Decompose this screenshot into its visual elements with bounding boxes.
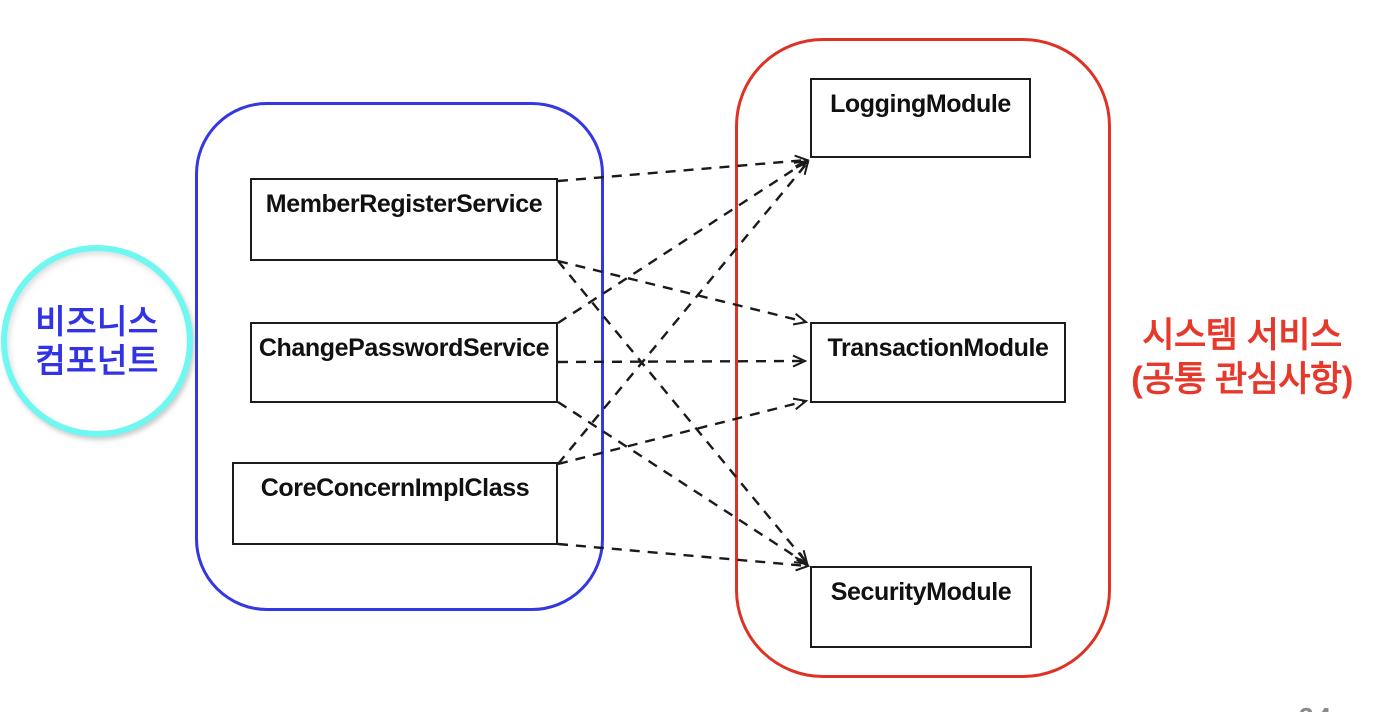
node-change-password-service: ChangePasswordService	[250, 322, 558, 403]
system-services-caption-line2: (공통 관심사항)	[1131, 360, 1353, 399]
node-member-register-service: MemberRegisterService	[250, 178, 558, 261]
node-core-concern-impl-class: CoreConcernImplClass	[232, 462, 558, 545]
node-logging-module: LoggingModule	[810, 78, 1031, 158]
node-label: LoggingModule	[830, 90, 1011, 118]
node-label: ChangePasswordService	[258, 334, 550, 362]
page-number-fragment: 34	[1299, 704, 1359, 712]
node-label: TransactionModule	[827, 334, 1049, 362]
node-security-module: SecurityModule	[810, 566, 1032, 648]
business-component-label-line1: 비즈니스	[35, 303, 159, 340]
node-label: MemberRegisterService	[265, 190, 543, 218]
node-label: SecurityModule	[830, 578, 1012, 606]
system-services-caption: 시스템 서비스 (공통 관심사항)	[1106, 314, 1378, 402]
business-component-badge: 비즈니스 컴포넌트	[1, 245, 193, 437]
business-component-label-line2: 컴포넌트	[35, 342, 159, 379]
node-transaction-module: TransactionModule	[810, 322, 1066, 403]
system-services-caption-line1: 시스템 서비스	[1142, 316, 1342, 355]
node-label: CoreConcernImplClass	[260, 474, 530, 502]
